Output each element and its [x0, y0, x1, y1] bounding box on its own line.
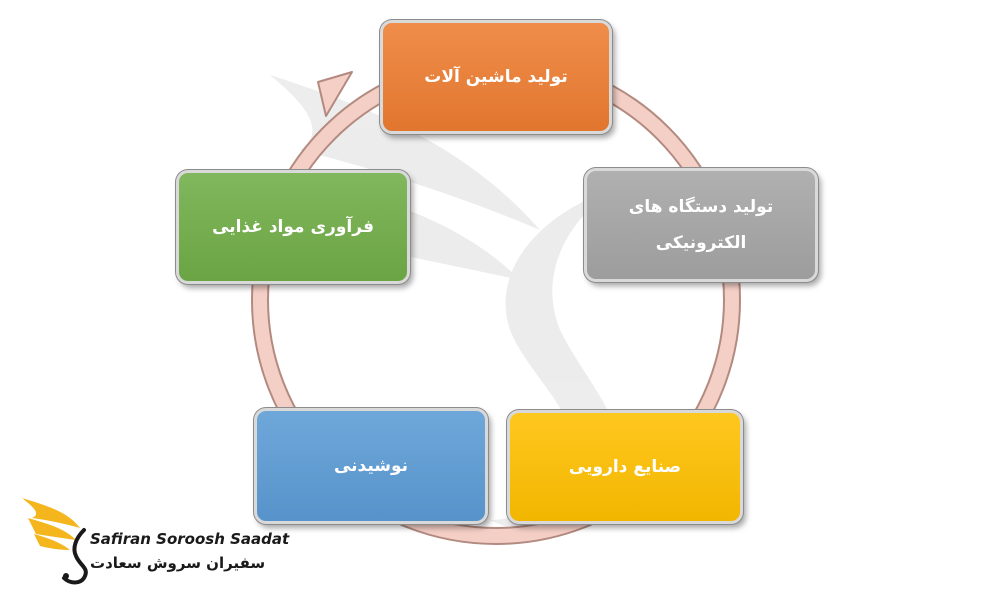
wing-logo-icon: [22, 498, 88, 585]
node-label: تولید ماشین آلات: [424, 67, 568, 87]
node-label-line: تولید دستگاه های: [628, 197, 774, 217]
logo-text-en: Safiran Soroosh Saadat: [90, 530, 290, 548]
company-logo: Safiran Soroosh Saadat سفیران سروش سعادت: [18, 488, 298, 588]
node-beverages: نوشیدنی: [254, 408, 488, 524]
node-label: صنایع دارویی: [568, 457, 682, 477]
node-label: فرآوری مواد غذایی: [212, 217, 374, 237]
node-electronics-production: تولید دستگاه های الکترونیکی: [584, 168, 818, 282]
node-pharmaceutical-industry: صنایع دارویی: [507, 410, 743, 524]
node-food-processing: فرآوری مواد غذایی: [176, 170, 410, 284]
node-machinery-production: تولید ماشین آلات: [380, 20, 612, 134]
logo-text-fa: سفیران سروش سعادت: [90, 554, 266, 572]
node-label-line: الکترونیکی: [655, 233, 747, 253]
node-label: نوشیدنی: [333, 456, 409, 476]
